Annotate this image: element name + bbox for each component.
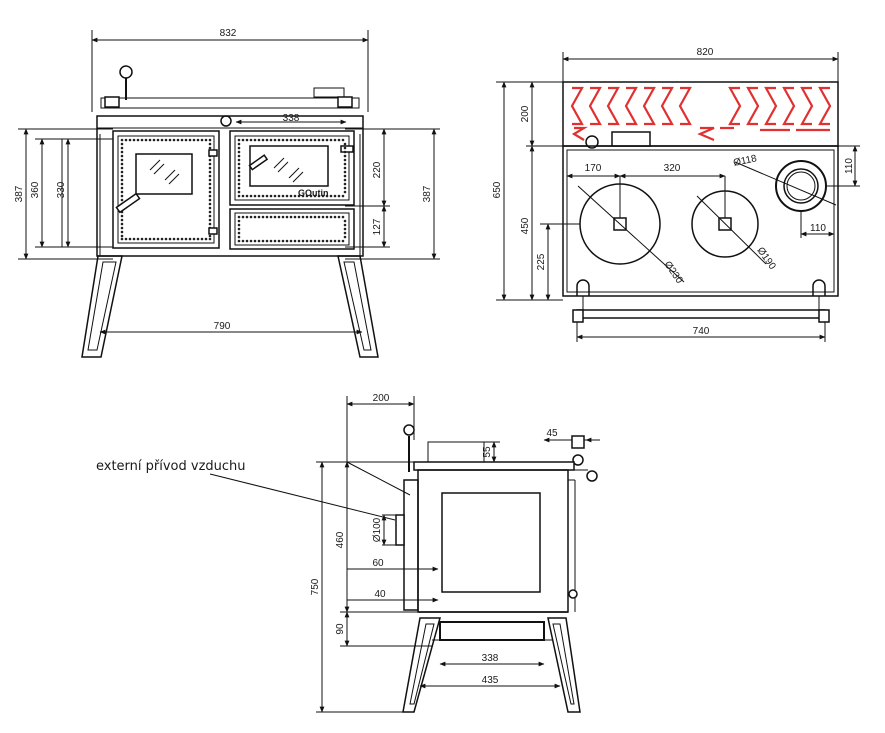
oven-window bbox=[249, 145, 329, 187]
air-inlet-pipe bbox=[395, 514, 405, 546]
dim-inlet-height: 60 bbox=[372, 558, 384, 569]
dim-ring-small-diameter: Ø190 bbox=[755, 245, 778, 272]
dim-side-leg-height: 90 bbox=[335, 623, 346, 635]
dim-front-height-mid: 360 bbox=[30, 181, 41, 198]
dim-ring-offset: 170 bbox=[585, 163, 602, 174]
dim-side-back-offset: 200 bbox=[373, 393, 390, 404]
lever-knob-icon bbox=[119, 65, 133, 79]
front-view: 832 GOutin bbox=[14, 28, 440, 358]
brand-logo: GOutin bbox=[298, 188, 329, 198]
dim-top-depth: 650 bbox=[492, 181, 503, 198]
dim-ring-large-diameter: Ø230 bbox=[662, 259, 685, 286]
dim-ring-height: 225 bbox=[536, 253, 547, 270]
dim-side-leg-span: 435 bbox=[482, 675, 499, 686]
dim-drawer-height: 127 bbox=[372, 218, 383, 235]
dim-side-total-height: 750 bbox=[310, 578, 321, 595]
dim-front-leg-span: 790 bbox=[214, 321, 231, 332]
side-view: externí přívod vzduchu 200 55 45 bbox=[96, 393, 600, 713]
rear-hatching bbox=[570, 86, 832, 142]
dim-tray-width: 338 bbox=[482, 653, 499, 664]
ash-tray bbox=[439, 621, 545, 641]
air-inlet-label: externí přívod vzduchu bbox=[96, 459, 246, 474]
dim-knob-offset: 45 bbox=[546, 428, 558, 439]
dim-ring-spacing: 320 bbox=[664, 163, 681, 174]
dim-flue-offset-right: 110 bbox=[810, 223, 826, 234]
right-door-rivets bbox=[237, 138, 347, 243]
dim-front-width: 832 bbox=[220, 28, 237, 39]
dim-oven-height: 220 bbox=[372, 161, 383, 178]
dim-front-height-inner: 330 bbox=[56, 181, 67, 198]
dim-side-body-height: 460 bbox=[335, 531, 346, 548]
top-view: 820 bbox=[492, 47, 860, 342]
side-window bbox=[441, 492, 541, 593]
dim-front-depth: 450 bbox=[520, 217, 531, 234]
left-door-window bbox=[135, 153, 193, 195]
dim-rail-width: 740 bbox=[693, 326, 710, 337]
dim-front-height-outer: 387 bbox=[14, 185, 25, 202]
dim-door-width: 338 bbox=[283, 113, 300, 124]
dim-front-height-right: 387 bbox=[422, 185, 433, 202]
dim-top-width: 820 bbox=[697, 47, 714, 58]
dim-flue-diameter: Ø118 bbox=[732, 153, 758, 169]
dim-flue-height: 55 bbox=[482, 446, 493, 458]
dim-inlet-bottom: 40 bbox=[374, 589, 386, 600]
dim-rear-depth: 200 bbox=[520, 105, 531, 122]
dim-flue-offset-top: 110 bbox=[844, 158, 855, 174]
dim-air-inlet-diameter: Ø100 bbox=[372, 517, 383, 542]
left-door-rivets bbox=[120, 138, 212, 241]
